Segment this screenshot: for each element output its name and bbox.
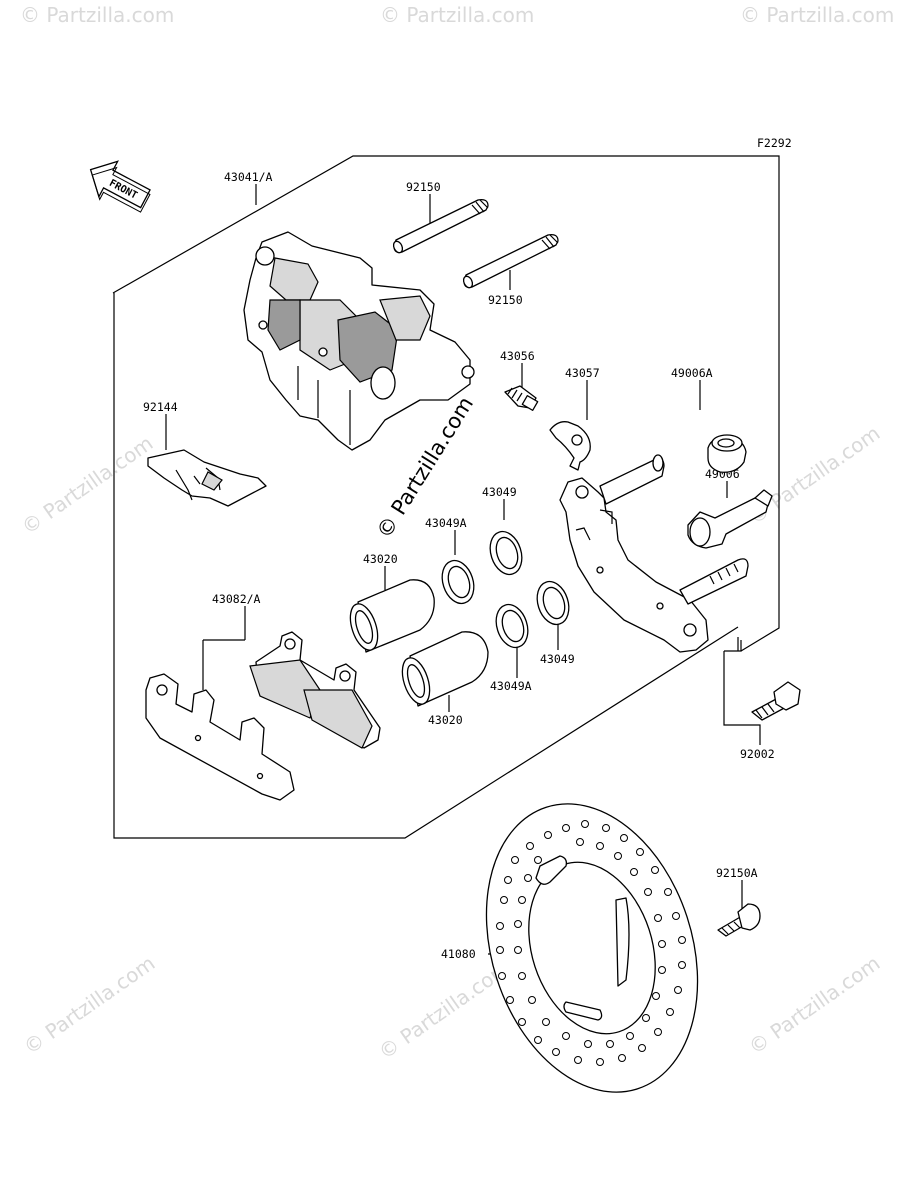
caliper-body bbox=[243, 231, 475, 451]
boot-a bbox=[707, 434, 747, 473]
brake-disc bbox=[485, 803, 699, 1093]
label-spring: 92144 bbox=[143, 400, 178, 414]
diagram-code: F2292 bbox=[757, 136, 792, 150]
watermark-bottom-right: © Partzilla.com bbox=[744, 951, 884, 1059]
pin-upper bbox=[392, 198, 489, 254]
disc-holes bbox=[496, 820, 686, 1066]
seal-a-upper bbox=[441, 559, 475, 605]
pin-lower bbox=[462, 233, 559, 289]
watermark-bottom-left: © Partzilla.com bbox=[19, 951, 159, 1059]
label-caliper: 43041/A bbox=[224, 170, 273, 184]
label-boot-a: 49006A bbox=[671, 366, 713, 380]
brake-pad-friction bbox=[249, 631, 381, 749]
assembly-outline bbox=[112, 155, 780, 839]
part-labels: 43041/A 92150 92150 43056 43057 49006A 4… bbox=[143, 170, 775, 961]
label-pin-lower: 92150 bbox=[488, 293, 523, 307]
watermark-top-right: © Partzilla.com bbox=[740, 3, 894, 27]
watermark-top-left: © Partzilla.com bbox=[20, 3, 174, 27]
bleeder-valve bbox=[504, 385, 539, 411]
label-seal-upper: 43049 bbox=[482, 485, 517, 499]
watermark-mid-left: © Partzilla.com bbox=[17, 431, 157, 539]
seal-upper bbox=[489, 530, 523, 576]
front-arrow-icon: FRONT bbox=[89, 160, 151, 213]
label-seal-lower: 43049 bbox=[540, 652, 575, 666]
label-bolt: 92002 bbox=[740, 747, 775, 761]
label-seal-a-upper: 43049A bbox=[425, 516, 467, 530]
label-piston-lower: 43020 bbox=[428, 713, 463, 727]
watermark-top-mid: © Partzilla.com bbox=[380, 3, 534, 27]
watermarks: © Partzilla.com © Partzilla.com © Partzi… bbox=[17, 3, 894, 1064]
label-piston-upper: 43020 bbox=[363, 552, 398, 566]
label-disc: 41080 bbox=[441, 947, 476, 961]
label-seal-a-lower: 43049A bbox=[490, 679, 532, 693]
label-bleeder-cap: 43057 bbox=[565, 366, 600, 380]
pad-spring bbox=[147, 449, 267, 507]
label-disc-bolt: 92150A bbox=[716, 866, 758, 880]
bracket-bolt bbox=[751, 681, 801, 721]
watermark-bottom-mid: © Partzilla.com bbox=[374, 956, 514, 1064]
caliper-bracket bbox=[559, 454, 749, 653]
label-bleeder: 43056 bbox=[500, 349, 535, 363]
seal-a-lower bbox=[495, 603, 529, 649]
bolt-leader bbox=[723, 640, 761, 745]
piston-lower bbox=[401, 631, 489, 707]
piston-upper bbox=[349, 579, 435, 653]
brake-pad-backing bbox=[145, 673, 295, 801]
bleeder-cap bbox=[549, 421, 591, 471]
label-pads: 43082/A bbox=[212, 592, 261, 606]
boot-bolt bbox=[687, 489, 773, 549]
seal-lower bbox=[536, 580, 570, 626]
disc-bolt bbox=[717, 903, 761, 937]
label-pin-upper: 92150 bbox=[406, 180, 441, 194]
